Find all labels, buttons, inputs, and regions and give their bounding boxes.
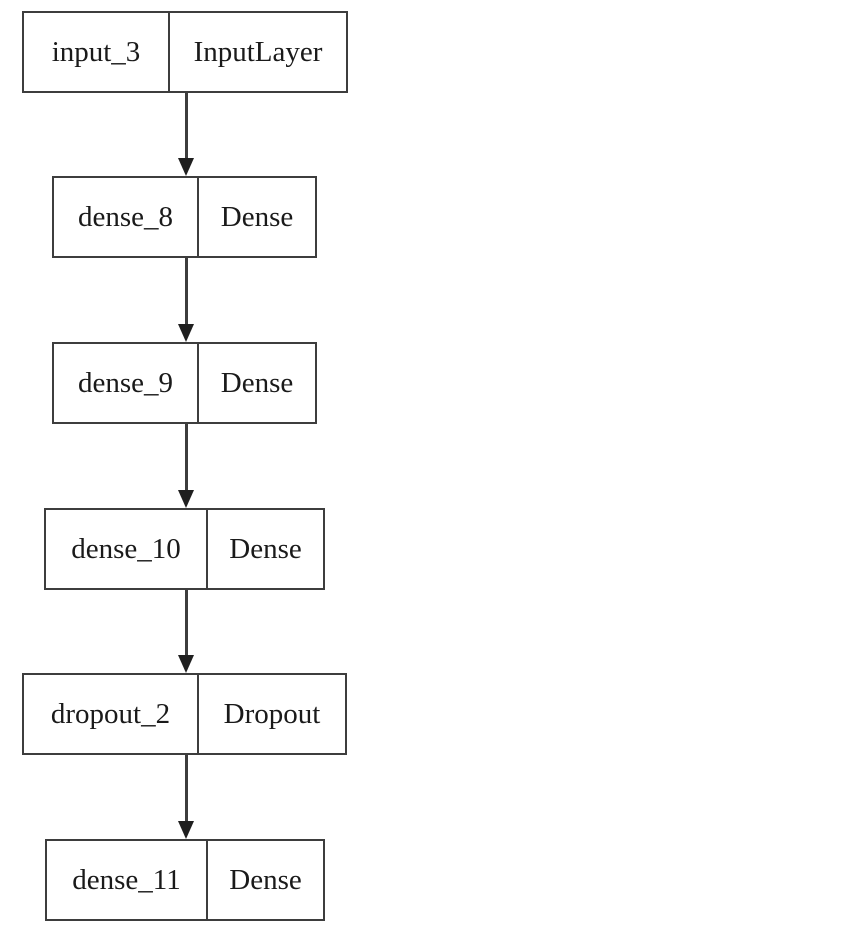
node-type-dense_10: Dense bbox=[229, 532, 302, 565]
edge-line bbox=[185, 424, 188, 493]
edge-dense_9-to-dense_10 bbox=[178, 424, 194, 508]
node-type-input_3: InputLayer bbox=[193, 35, 323, 68]
edge-dense_8-to-dense_9 bbox=[178, 258, 194, 342]
edge-dense_10-to-dropout_2 bbox=[178, 590, 194, 673]
arrowhead-icon bbox=[178, 158, 194, 176]
node-type-dense_11: Dense bbox=[229, 863, 302, 896]
node-dense_11[interactable]: dense_11 Dense bbox=[45, 839, 325, 921]
node-dense_9[interactable]: dense_9 Dense bbox=[52, 342, 317, 424]
edge-input_3-to-dense_8 bbox=[178, 93, 194, 176]
node-dense_10[interactable]: dense_10 Dense bbox=[44, 508, 325, 590]
node-name-dropout_2: dropout_2 bbox=[24, 675, 199, 753]
edge-line bbox=[185, 755, 188, 824]
node-type-dense_9: Dense bbox=[220, 366, 294, 399]
arrowhead-icon bbox=[178, 324, 194, 342]
arrowhead-icon bbox=[178, 821, 194, 839]
node-dense_8[interactable]: dense_8 Dense bbox=[52, 176, 317, 258]
arrowhead-icon bbox=[178, 490, 194, 508]
edge-line bbox=[185, 93, 188, 161]
edge-dropout_2-to-dense_11 bbox=[178, 755, 194, 839]
node-name-dense_11: dense_11 bbox=[47, 841, 208, 919]
edge-line bbox=[185, 590, 188, 658]
node-dropout_2[interactable]: dropout_2 Dropout bbox=[22, 673, 347, 755]
arrowhead-icon bbox=[178, 655, 194, 673]
node-type-dropout_2: Dropout bbox=[223, 697, 321, 730]
node-name-dense_9: dense_9 bbox=[54, 344, 199, 422]
edge-line bbox=[185, 258, 188, 327]
node-name-dense_8: dense_8 bbox=[54, 178, 199, 256]
node-name-dense_10: dense_10 bbox=[46, 510, 208, 588]
node-type-dense_8: Dense bbox=[220, 200, 294, 233]
node-input_3[interactable]: input_3 InputLayer bbox=[22, 11, 348, 93]
node-name-input_3: input_3 bbox=[24, 13, 170, 91]
